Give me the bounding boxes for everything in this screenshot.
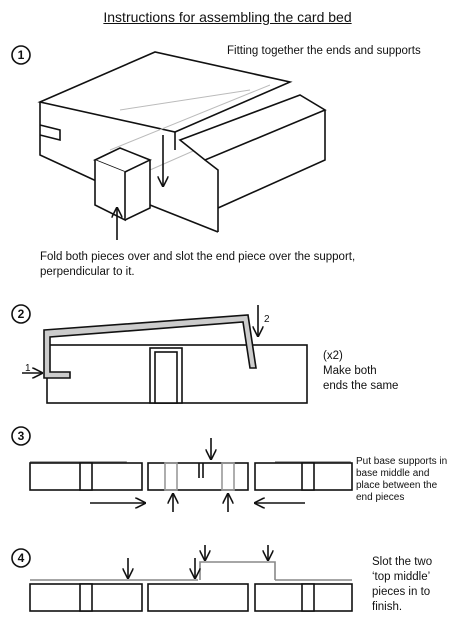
step-3-text: Put base supports in base middle and pla…: [356, 456, 448, 503]
step-2-diagram: 2: [11, 304, 308, 404]
step-4-diagram: 4: [11, 545, 353, 612]
step-4-number-circle: [11, 548, 31, 568]
step-3-diagram: 3: [11, 426, 353, 512]
arrow-label-2: 2: [264, 314, 270, 325]
page-title: Instructions for assembling the card bed: [103, 9, 352, 25]
step-2-text: Make both ends the same: [323, 365, 399, 392]
step-2-count: (x2): [323, 350, 343, 362]
step-1-heading: Fitting together the ends and supports: [227, 45, 421, 57]
step-3-number: 3: [18, 429, 25, 443]
step-3-number-circle: [11, 426, 31, 446]
step-1-text: Fold both pieces over and slot the end p…: [40, 251, 356, 278]
step-2-number-circle: [11, 304, 31, 324]
step-1-number-circle: [11, 45, 31, 65]
step-2-number: 2: [18, 307, 25, 321]
step-1-diagram: 1: [11, 45, 327, 240]
step-1-number: 1: [18, 48, 25, 62]
step-4-number: 4: [18, 551, 25, 565]
step-4-text: Slot the two ‘top middle’ pieces in to f…: [372, 556, 433, 613]
arrow-label-1: 1: [25, 363, 31, 374]
